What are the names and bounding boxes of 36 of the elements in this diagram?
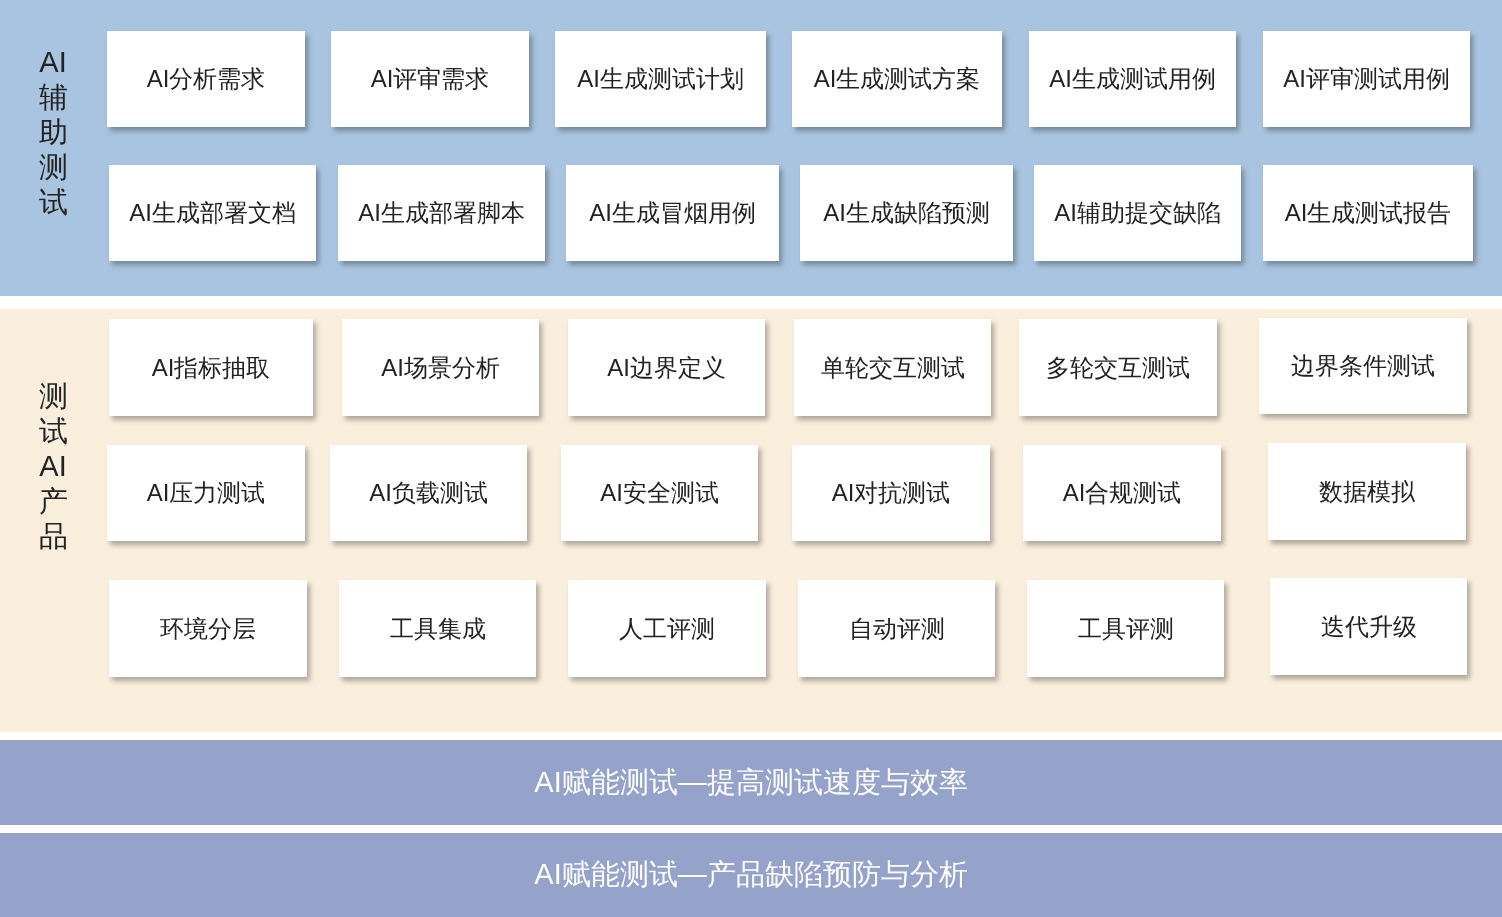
- function-box: AI指标抽取: [109, 319, 313, 416]
- function-box: 多轮交互测试: [1019, 319, 1217, 416]
- function-box: AI生成测试方案: [792, 31, 1002, 127]
- band-background: [0, 0, 1502, 296]
- function-box: AI分析需求: [107, 31, 305, 127]
- function-box: AI生成冒烟用例: [566, 165, 779, 261]
- band-background: [0, 309, 1502, 732]
- function-box: AI生成部署文档: [109, 165, 316, 261]
- function-box: 工具集成: [339, 580, 536, 677]
- function-box: AI对抗测试: [792, 445, 990, 541]
- function-box: 单轮交互测试: [794, 319, 991, 416]
- band-label: AI辅助测试: [37, 45, 69, 220]
- function-box: AI负载测试: [330, 445, 527, 541]
- function-box: 环境分层: [109, 580, 307, 677]
- function-box: 迭代升级: [1270, 578, 1467, 675]
- function-box: AI安全测试: [561, 445, 758, 541]
- function-box: AI合规测试: [1023, 445, 1221, 541]
- function-box: AI边界定义: [568, 319, 765, 416]
- function-box: AI评审需求: [331, 31, 529, 127]
- function-box: 自动评测: [798, 580, 995, 677]
- band-label: 测试AI产品: [37, 379, 69, 554]
- function-box: 数据模拟: [1268, 443, 1466, 540]
- function-box: AI生成测试计划: [555, 31, 766, 127]
- function-box: AI压力测试: [107, 445, 305, 541]
- function-box: 边界条件测试: [1259, 318, 1467, 414]
- function-box: AI生成测试报告: [1263, 165, 1473, 261]
- function-box: AI生成缺陷预测: [800, 165, 1013, 261]
- function-box: AI场景分析: [342, 319, 539, 416]
- banner: AI赋能测试—提高测试速度与效率: [0, 740, 1502, 825]
- function-box: AI评审测试用例: [1263, 31, 1470, 127]
- function-box: 工具评测: [1027, 580, 1224, 677]
- function-box: AI辅助提交缺陷: [1034, 165, 1241, 261]
- banner: AI赋能测试—产品缺陷预防与分析: [0, 833, 1502, 917]
- function-box: 人工评测: [568, 580, 766, 677]
- function-box: AI生成部署脚本: [338, 165, 545, 261]
- function-box: AI生成测试用例: [1029, 31, 1236, 127]
